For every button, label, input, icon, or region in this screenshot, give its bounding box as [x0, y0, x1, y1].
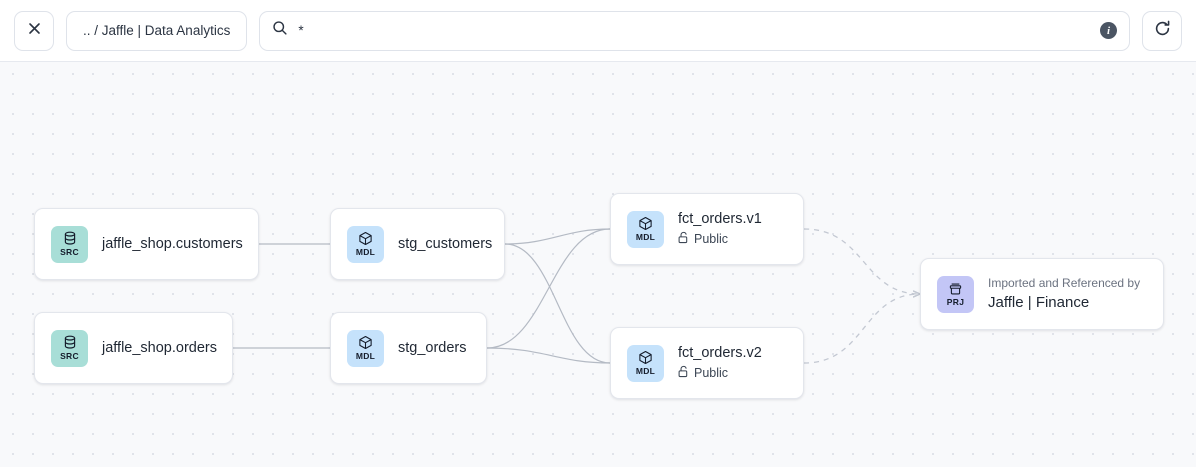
node-access-label: Public [694, 366, 729, 380]
node-access: Public [678, 365, 762, 383]
node-body: Imported and Referenced by Jaffle | Fina… [988, 275, 1140, 313]
breadcrumb[interactable]: .. / Jaffle | Data Analytics [66, 10, 248, 51]
badge-label: SRC [60, 351, 79, 361]
refresh-icon [1153, 19, 1172, 43]
badge-label: PRJ [946, 296, 965, 307]
edge-stgcustomers-to-v1 [504, 228, 611, 245]
badge-label: SRC [60, 247, 79, 257]
badge-label: MDL [635, 232, 656, 242]
node-title: fct_orders.v2 [678, 344, 762, 361]
archive-icon [948, 282, 963, 296]
badge-label: MDL [355, 247, 376, 257]
node-stg-customers[interactable]: MDL stg_customers [330, 208, 505, 280]
search-field[interactable]: i [259, 10, 1130, 51]
close-icon [27, 21, 42, 41]
node-jaffle-finance-project[interactable]: PRJ Imported and Referenced by Jaffle | … [920, 258, 1164, 330]
node-body: jaffle_shop.customers [102, 235, 243, 254]
node-body: fct_orders.v2 Public [678, 344, 762, 383]
cube-icon [638, 350, 653, 365]
node-body: jaffle_shop.orders [102, 339, 218, 358]
close-button[interactable] [14, 10, 54, 51]
database-icon [63, 335, 77, 350]
cube-icon [638, 216, 653, 231]
node-title: jaffle_shop.orders [102, 339, 218, 356]
unlock-icon [678, 365, 689, 383]
node-title: fct_orders.v1 [678, 210, 762, 227]
node-access-label: Public [694, 232, 729, 246]
node-fct-orders-v1[interactable]: MDL fct_orders.v1 Public [610, 193, 804, 265]
node-access: Public [678, 231, 762, 249]
cube-icon [358, 231, 373, 246]
node-stg-orders[interactable]: MDL stg_orders [330, 312, 487, 384]
badge-label: MDL [635, 366, 656, 376]
graph-canvas[interactable]: SRC jaffle_shop.customers SRC jaffle_sh [0, 62, 1196, 467]
node-eyebrow: Imported and Referenced by [988, 276, 1141, 290]
refresh-button[interactable] [1142, 10, 1182, 51]
node-jaffle-shop-orders[interactable]: SRC jaffle_shop.orders [34, 312, 233, 384]
badge-mdl: MDL [627, 210, 664, 248]
toolbar: .. / Jaffle | Data Analytics i [0, 0, 1196, 62]
badge-src: SRC [51, 329, 88, 367]
badge-src: SRC [51, 225, 88, 263]
node-body: stg_customers [398, 235, 493, 254]
database-icon [63, 231, 77, 246]
edge-v1-to-project [803, 228, 920, 294]
badge-prj: PRJ [937, 275, 974, 313]
badge-mdl: MDL [347, 225, 384, 263]
node-project-name: Jaffle | Finance [988, 294, 1090, 311]
badge-label: MDL [355, 351, 376, 361]
node-body: stg_orders [398, 339, 467, 358]
unlock-icon [678, 231, 689, 249]
node-title: stg_orders [398, 339, 467, 356]
node-fct-orders-v2[interactable]: MDL fct_orders.v2 Public [610, 327, 804, 399]
cube-icon [358, 335, 373, 350]
edge-stgorders-to-v1 [486, 228, 611, 349]
node-title: stg_customers [398, 235, 493, 252]
edge-stgorders-to-v2 [486, 347, 611, 364]
edge-v2-to-project [803, 294, 920, 364]
node-body: fct_orders.v1 Public [678, 210, 762, 249]
node-jaffle-shop-customers[interactable]: SRC jaffle_shop.customers [34, 208, 259, 280]
badge-mdl: MDL [347, 329, 384, 367]
breadcrumb-label: .. / Jaffle | Data Analytics [83, 23, 231, 38]
edge-stgcustomers-to-v2 [504, 243, 611, 364]
search-input[interactable] [298, 11, 1090, 50]
node-title: jaffle_shop.customers [102, 235, 243, 252]
info-icon[interactable]: i [1100, 22, 1117, 39]
search-icon [272, 20, 288, 41]
badge-mdl: MDL [627, 344, 664, 382]
